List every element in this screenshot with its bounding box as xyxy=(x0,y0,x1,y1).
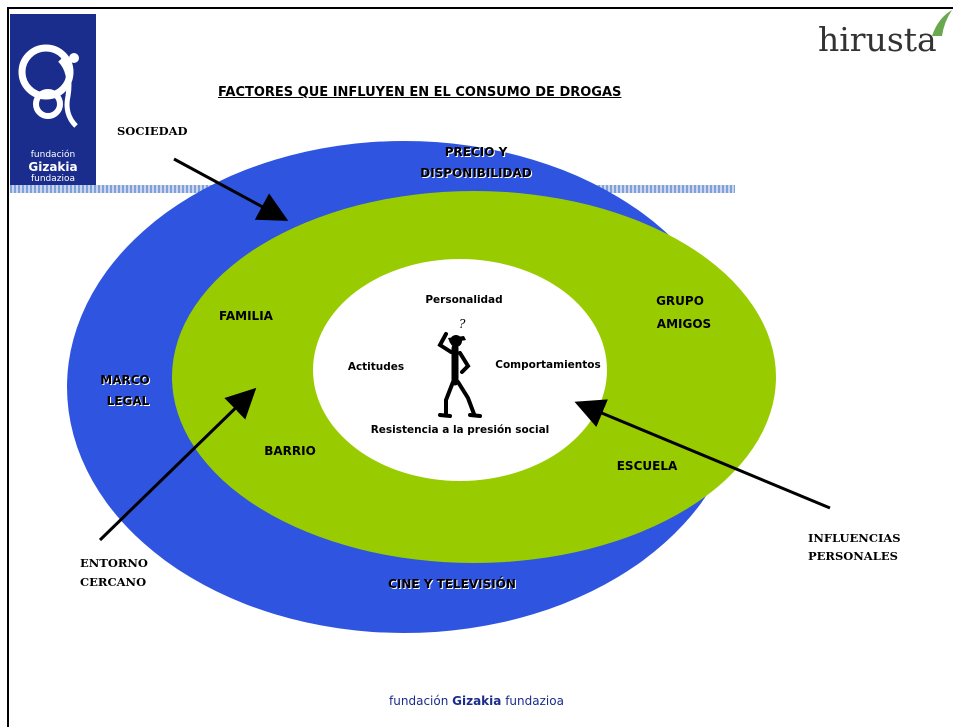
logo-mark-icon xyxy=(18,44,79,128)
cercano-label: CERCANO xyxy=(80,575,146,589)
personalidad-label: Personalidad xyxy=(425,294,502,306)
amigos-label: AMIGOS xyxy=(657,317,711,331)
footer-pre: fundación xyxy=(389,694,453,708)
gizakia-logo: fundación Gizakia fundazioa xyxy=(10,14,96,186)
logo-text-2: Gizakia xyxy=(28,160,78,174)
grupo-label: GRUPO xyxy=(656,294,704,308)
page-title: FACTORES QUE INFLUYEN EN EL CONSUMO DE D… xyxy=(218,85,622,100)
footer: fundación Gizakia fundazioa xyxy=(0,694,953,708)
resistencia-label: Resistencia a la presión social xyxy=(371,424,550,436)
escuela-label: ESCUELA xyxy=(617,459,678,473)
personales-label: PERSONALES xyxy=(808,549,898,563)
familia-label: FAMILIA xyxy=(219,309,274,323)
disponibilidad-label: DISPONIBILIDAD xyxy=(420,166,532,180)
leaf-icon xyxy=(932,10,952,36)
center-circle xyxy=(313,259,607,481)
slide-frame xyxy=(7,7,953,727)
entorno-arrow xyxy=(98,387,257,542)
footer-brand: Gizakia xyxy=(452,694,502,708)
sociedad-arrow xyxy=(173,157,289,221)
logo-text-1: fundación xyxy=(30,150,76,160)
marco-label: MARCO xyxy=(100,373,149,387)
thinking-person-icon: ? xyxy=(437,317,482,418)
precio-label: PRECIO Y xyxy=(445,145,508,159)
legal-label-shadow: LEGAL xyxy=(108,395,151,409)
disponibilidad-label-shadow: DISPONIBILIDAD xyxy=(421,167,533,181)
influencias-label: INFLUENCIAS xyxy=(808,531,901,545)
cine-label: CINE Y TELEVISIÓN xyxy=(388,576,516,591)
precio-label-shadow: PRECIO Y xyxy=(446,146,509,160)
barrio-label: BARRIO xyxy=(264,444,316,458)
footer-post: fundazioa xyxy=(501,694,564,708)
entorno-label: ENTORNO xyxy=(80,556,148,570)
svg-text:?: ? xyxy=(459,317,466,331)
legal-label: LEGAL xyxy=(107,394,150,408)
actitudes-label: Actitudes xyxy=(348,361,404,373)
sociedad-label: SOCIEDAD xyxy=(117,124,188,138)
influencias-arrow xyxy=(574,399,831,510)
marco-label-shadow: MARCO xyxy=(101,374,150,388)
logo-text-3: fundazioa xyxy=(30,174,76,184)
cine-label-shadow: CINE Y TELEVISIÓN xyxy=(389,577,517,592)
hirusta-brand: hirusta xyxy=(818,20,937,59)
comportamientos-label: Comportamientos xyxy=(495,359,601,371)
